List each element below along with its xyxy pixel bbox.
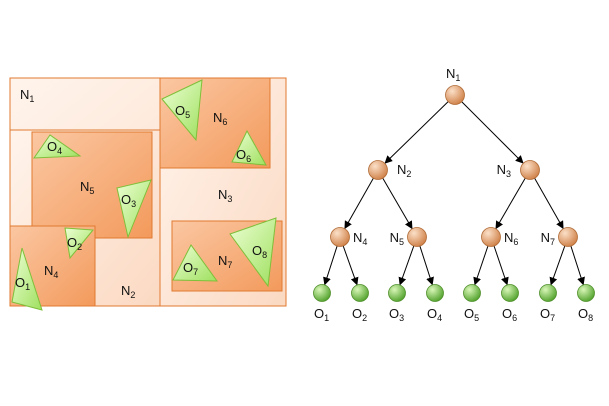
tree-node-o4	[426, 284, 444, 302]
spatial-partition: N1 N2 N3 N4 N5 N6 N7 O1 O2 O3 O4 O5 O6 O…	[9, 77, 287, 311]
tree-label-o1: O1	[314, 306, 329, 323]
tree-edge-n6-o5	[473, 245, 489, 286]
object-label-o4: O4	[47, 139, 62, 156]
tree-edge-n3-n6	[495, 177, 526, 230]
object-label-o6: O6	[236, 147, 251, 164]
object-label-o3: O3	[121, 192, 136, 209]
region-label-n7: N7	[218, 253, 232, 270]
tree-label-o6: O6	[502, 306, 517, 323]
object-o1-triangle	[11, 247, 43, 311]
tree-edges	[323, 100, 585, 286]
tree-label-o7: O7	[540, 306, 555, 323]
tree-node-o3	[388, 284, 406, 302]
region-label-n2: N2	[121, 283, 135, 300]
object-o6-triangle	[231, 129, 267, 166]
tree-label-o8: O8	[578, 306, 593, 323]
tree-node-o8	[577, 284, 595, 302]
tree-label-n4: N4	[353, 230, 367, 247]
tree-edge-n4-o2	[342, 245, 359, 286]
tree-label-o2: O2	[352, 306, 367, 323]
tree-node-o5	[463, 284, 481, 302]
tree-label-n1: N1	[446, 66, 460, 83]
object-label-o2: O2	[67, 235, 82, 252]
region-label-n5: N5	[80, 179, 94, 196]
tree-label-n6: N6	[504, 230, 518, 247]
tree-node-n4	[330, 227, 350, 247]
object-label-o5: O5	[175, 103, 190, 120]
region-label-n6: N6	[213, 110, 227, 127]
region-label-n4: N4	[44, 263, 58, 280]
tree-label-n7: N7	[541, 230, 555, 247]
tree-edge-n3-n7	[534, 177, 564, 230]
tree-edge-n4-o1	[323, 245, 338, 286]
tree-edge-n1-n3	[461, 101, 524, 164]
object-o4-triangle	[33, 134, 82, 159]
object-o5-triangle	[161, 79, 203, 142]
tree-edge-n7-o8	[570, 245, 585, 286]
tree-label-n2: N2	[397, 162, 411, 179]
tree-edge-n2-n5	[382, 177, 413, 230]
object-o8-triangle	[229, 217, 277, 288]
tree-edge-n5-o4	[419, 245, 434, 286]
tree-node-o7	[539, 284, 557, 302]
object-label-o8: O8	[252, 243, 267, 260]
region-label-n1: N1	[20, 87, 34, 104]
object-label-o7: O7	[183, 260, 198, 277]
tree-node-n1	[445, 85, 465, 105]
object-o3-triangle	[116, 179, 152, 239]
tree-label-o3: O3	[389, 306, 404, 323]
tree-edge-n7-o7	[549, 245, 566, 286]
tree-label-n5: N5	[390, 230, 404, 247]
tree-node-n3	[520, 160, 540, 180]
tree-edge-n6-o6	[493, 245, 509, 286]
object-o7-triangle	[172, 244, 218, 282]
tree-label-o5: O5	[464, 306, 479, 323]
tree-node-n7	[558, 227, 578, 247]
tree-node-n2	[368, 160, 388, 180]
object-label-o1: O1	[15, 275, 30, 292]
tree-edge-n5-o3	[398, 245, 415, 286]
tree-edge-n1-n2	[384, 100, 449, 164]
tree-label-o4: O4	[427, 306, 442, 323]
tree-node-o1	[313, 284, 331, 302]
tree-label-n3: N3	[497, 162, 511, 179]
tree-edge-n2-n4	[344, 177, 374, 230]
tree-node-n5	[407, 227, 427, 247]
tree-node-o6	[501, 284, 519, 302]
region-label-n3: N3	[218, 187, 232, 204]
tree-node-o2	[351, 284, 369, 302]
tree-node-n6	[481, 227, 501, 247]
object-o2-triangle	[64, 227, 95, 260]
